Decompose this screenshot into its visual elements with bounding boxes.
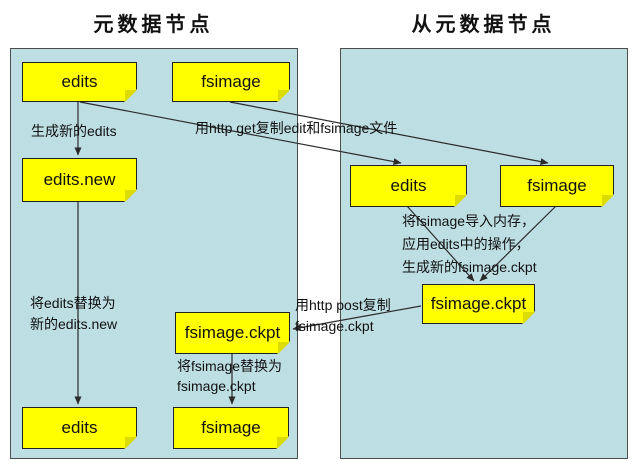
right-panel-title: 从元数据节点 — [411, 14, 556, 36]
arrow-http-post-ckpt — [292, 305, 422, 332]
note-fsimage-bottom-left: fsimage — [173, 407, 289, 449]
secondary-namenode-panel — [340, 48, 628, 459]
note-fsimage-ckpt-right: fsimage.ckpt — [422, 284, 535, 324]
arrow-right-fsimage-to-ckpt — [479, 205, 557, 282]
note-label: edits — [390, 176, 427, 195]
annotation-merge-fsimage: 将fsimage导入内存， 应用edits中的操作， 生成新的fsimage.c… — [402, 213, 537, 275]
note-edits-bottom-left: edits — [22, 407, 137, 449]
note-fsimage-ckpt-left: fsimage.ckpt — [175, 312, 290, 354]
annotation-replace-fsimage: 将fsimage替换为 fsimage.ckpt — [177, 358, 283, 394]
arrow-http-get-edits — [79, 101, 402, 166]
annotation-replace-edits: 将edits替换为 新的edits.new — [30, 295, 118, 332]
note-edits-right: edits — [350, 165, 467, 207]
note-fsimage-right: fsimage — [500, 165, 614, 207]
note-label: edits — [61, 418, 98, 437]
note-label: fsimage.ckpt — [430, 294, 527, 313]
note-edits-new: edits.new — [22, 158, 137, 202]
note-edits-top-left: edits — [22, 62, 137, 102]
note-label: fsimage.ckpt — [184, 323, 281, 342]
arrow-http-get-fsimage — [229, 101, 549, 166]
note-label: fsimage — [201, 72, 261, 91]
note-label: fsimage — [527, 176, 587, 195]
annotation-http-post-copy: 用http post复制 fsimage.ckpt — [295, 297, 391, 334]
left-panel-title: 元数据节点 — [93, 14, 214, 36]
arrow-right-edits-to-ckpt — [406, 205, 475, 282]
annotation-http-get-copy: 用http get复制edit和fsimage文件 — [195, 120, 398, 136]
note-fsimage-top-left: fsimage — [172, 62, 290, 102]
note-label: edits — [61, 72, 98, 91]
note-label: edits.new — [43, 170, 116, 189]
annotation-generate-new-edits: 生成新的edits — [31, 123, 117, 139]
note-label: fsimage — [201, 418, 261, 437]
